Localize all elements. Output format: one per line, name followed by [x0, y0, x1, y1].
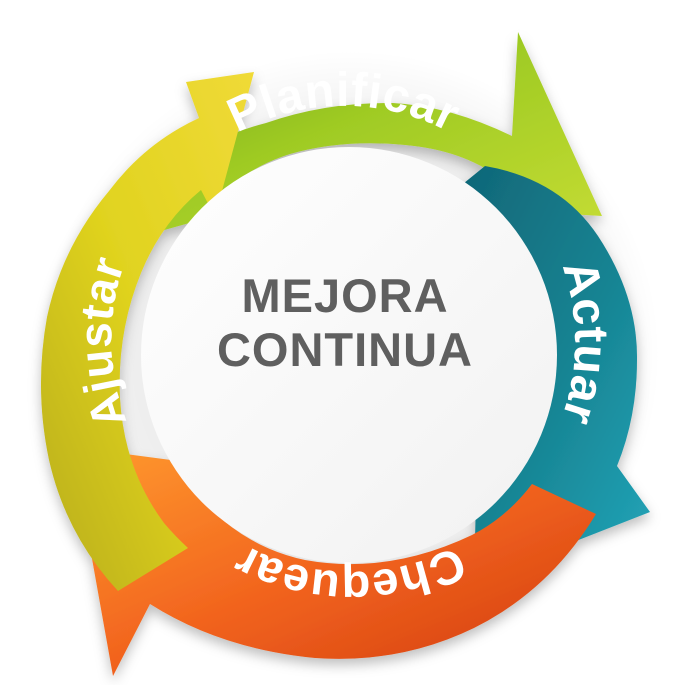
center-title: MEJORA CONTINUA	[217, 269, 473, 376]
center-line-2: CONTINUA	[217, 323, 473, 376]
ajustar-arrow	[40, 72, 254, 591]
chequear-arrow	[72, 447, 596, 676]
center-line-1: MEJORA	[241, 269, 448, 322]
center-disc	[141, 147, 557, 563]
